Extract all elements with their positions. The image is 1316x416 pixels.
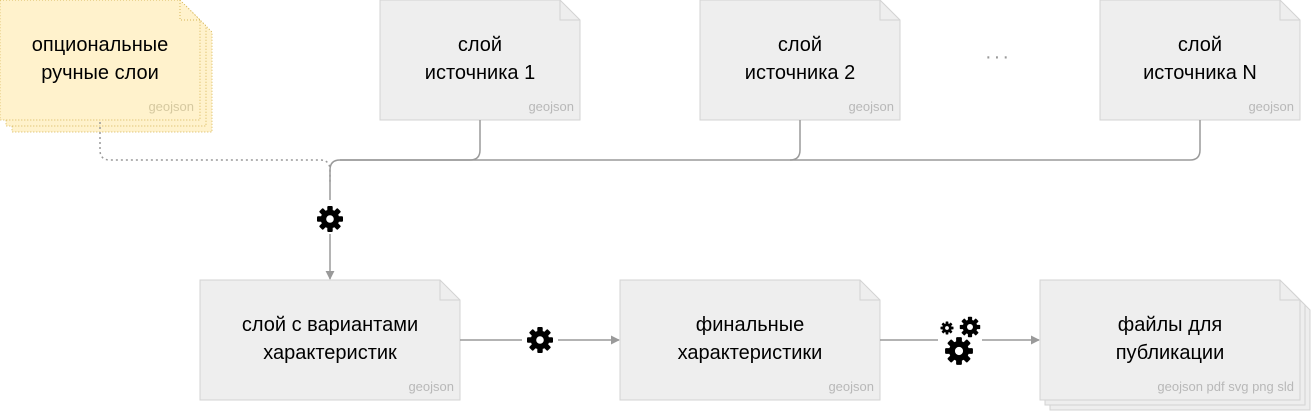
more-sources-ellipsis: ··· [985, 46, 1011, 68]
source-1-shape [379, 0, 581, 121]
node-title-line: опциональные [31, 34, 169, 56]
variants-layer-shape [199, 279, 461, 401]
source-1-node: слой источника 1 geojson [380, 0, 580, 120]
format-tag: geojson [528, 99, 574, 114]
final-characteristics-node: финальные характеристики geojson [620, 280, 880, 400]
gear-icon [527, 327, 553, 353]
node-title-line: файлы для [1117, 314, 1223, 336]
node-title-line: финальные [695, 314, 805, 336]
node-title-line: источника 2 [744, 62, 856, 84]
source-n-shape [1099, 0, 1301, 121]
final-characteristics-shape [619, 279, 881, 401]
node-title-line: слой [777, 34, 823, 56]
gear-icon [317, 206, 343, 232]
optional-layers-node: опциональные ручные слои geojson [0, 0, 200, 120]
variants-layer-node: слой с вариантами характеристик geojson [200, 280, 460, 400]
node-title-line: ручные слои [41, 62, 159, 84]
publication-files-shape [1039, 279, 1311, 411]
node-title-line: слой [1177, 34, 1223, 56]
node-title-line: характеристик [263, 342, 397, 364]
node-title-line: характеристики [677, 342, 823, 364]
format-tag: geojson [408, 379, 454, 394]
format-tag: geojson [848, 99, 894, 114]
node-title-line: слой [457, 34, 503, 56]
source-2-node: слой источника 2 geojson [700, 0, 900, 120]
source-2-connector [340, 120, 801, 161]
gears-icon [940, 316, 981, 365]
optional-connector [99, 122, 331, 182]
optional-layers-shape [0, 0, 213, 133]
format-tag: geojson [828, 379, 874, 394]
source-n-node: слой источника N geojson [1100, 0, 1300, 120]
node-title-line: источника 1 [424, 62, 536, 84]
format-tag: geojson pdf svg png sld [1157, 379, 1294, 394]
source-n-connector [790, 120, 1201, 161]
format-tag: geojson [1248, 99, 1294, 114]
source-2-shape [699, 0, 901, 121]
publication-files-node: файлы для публикации geojson pdf svg png… [1040, 280, 1300, 400]
node-title-line: источника N [1143, 62, 1257, 84]
node-title-line: слой с вариантами [241, 314, 419, 336]
format-tag: geojson [148, 99, 194, 114]
node-title-line: публикации [1115, 342, 1225, 364]
